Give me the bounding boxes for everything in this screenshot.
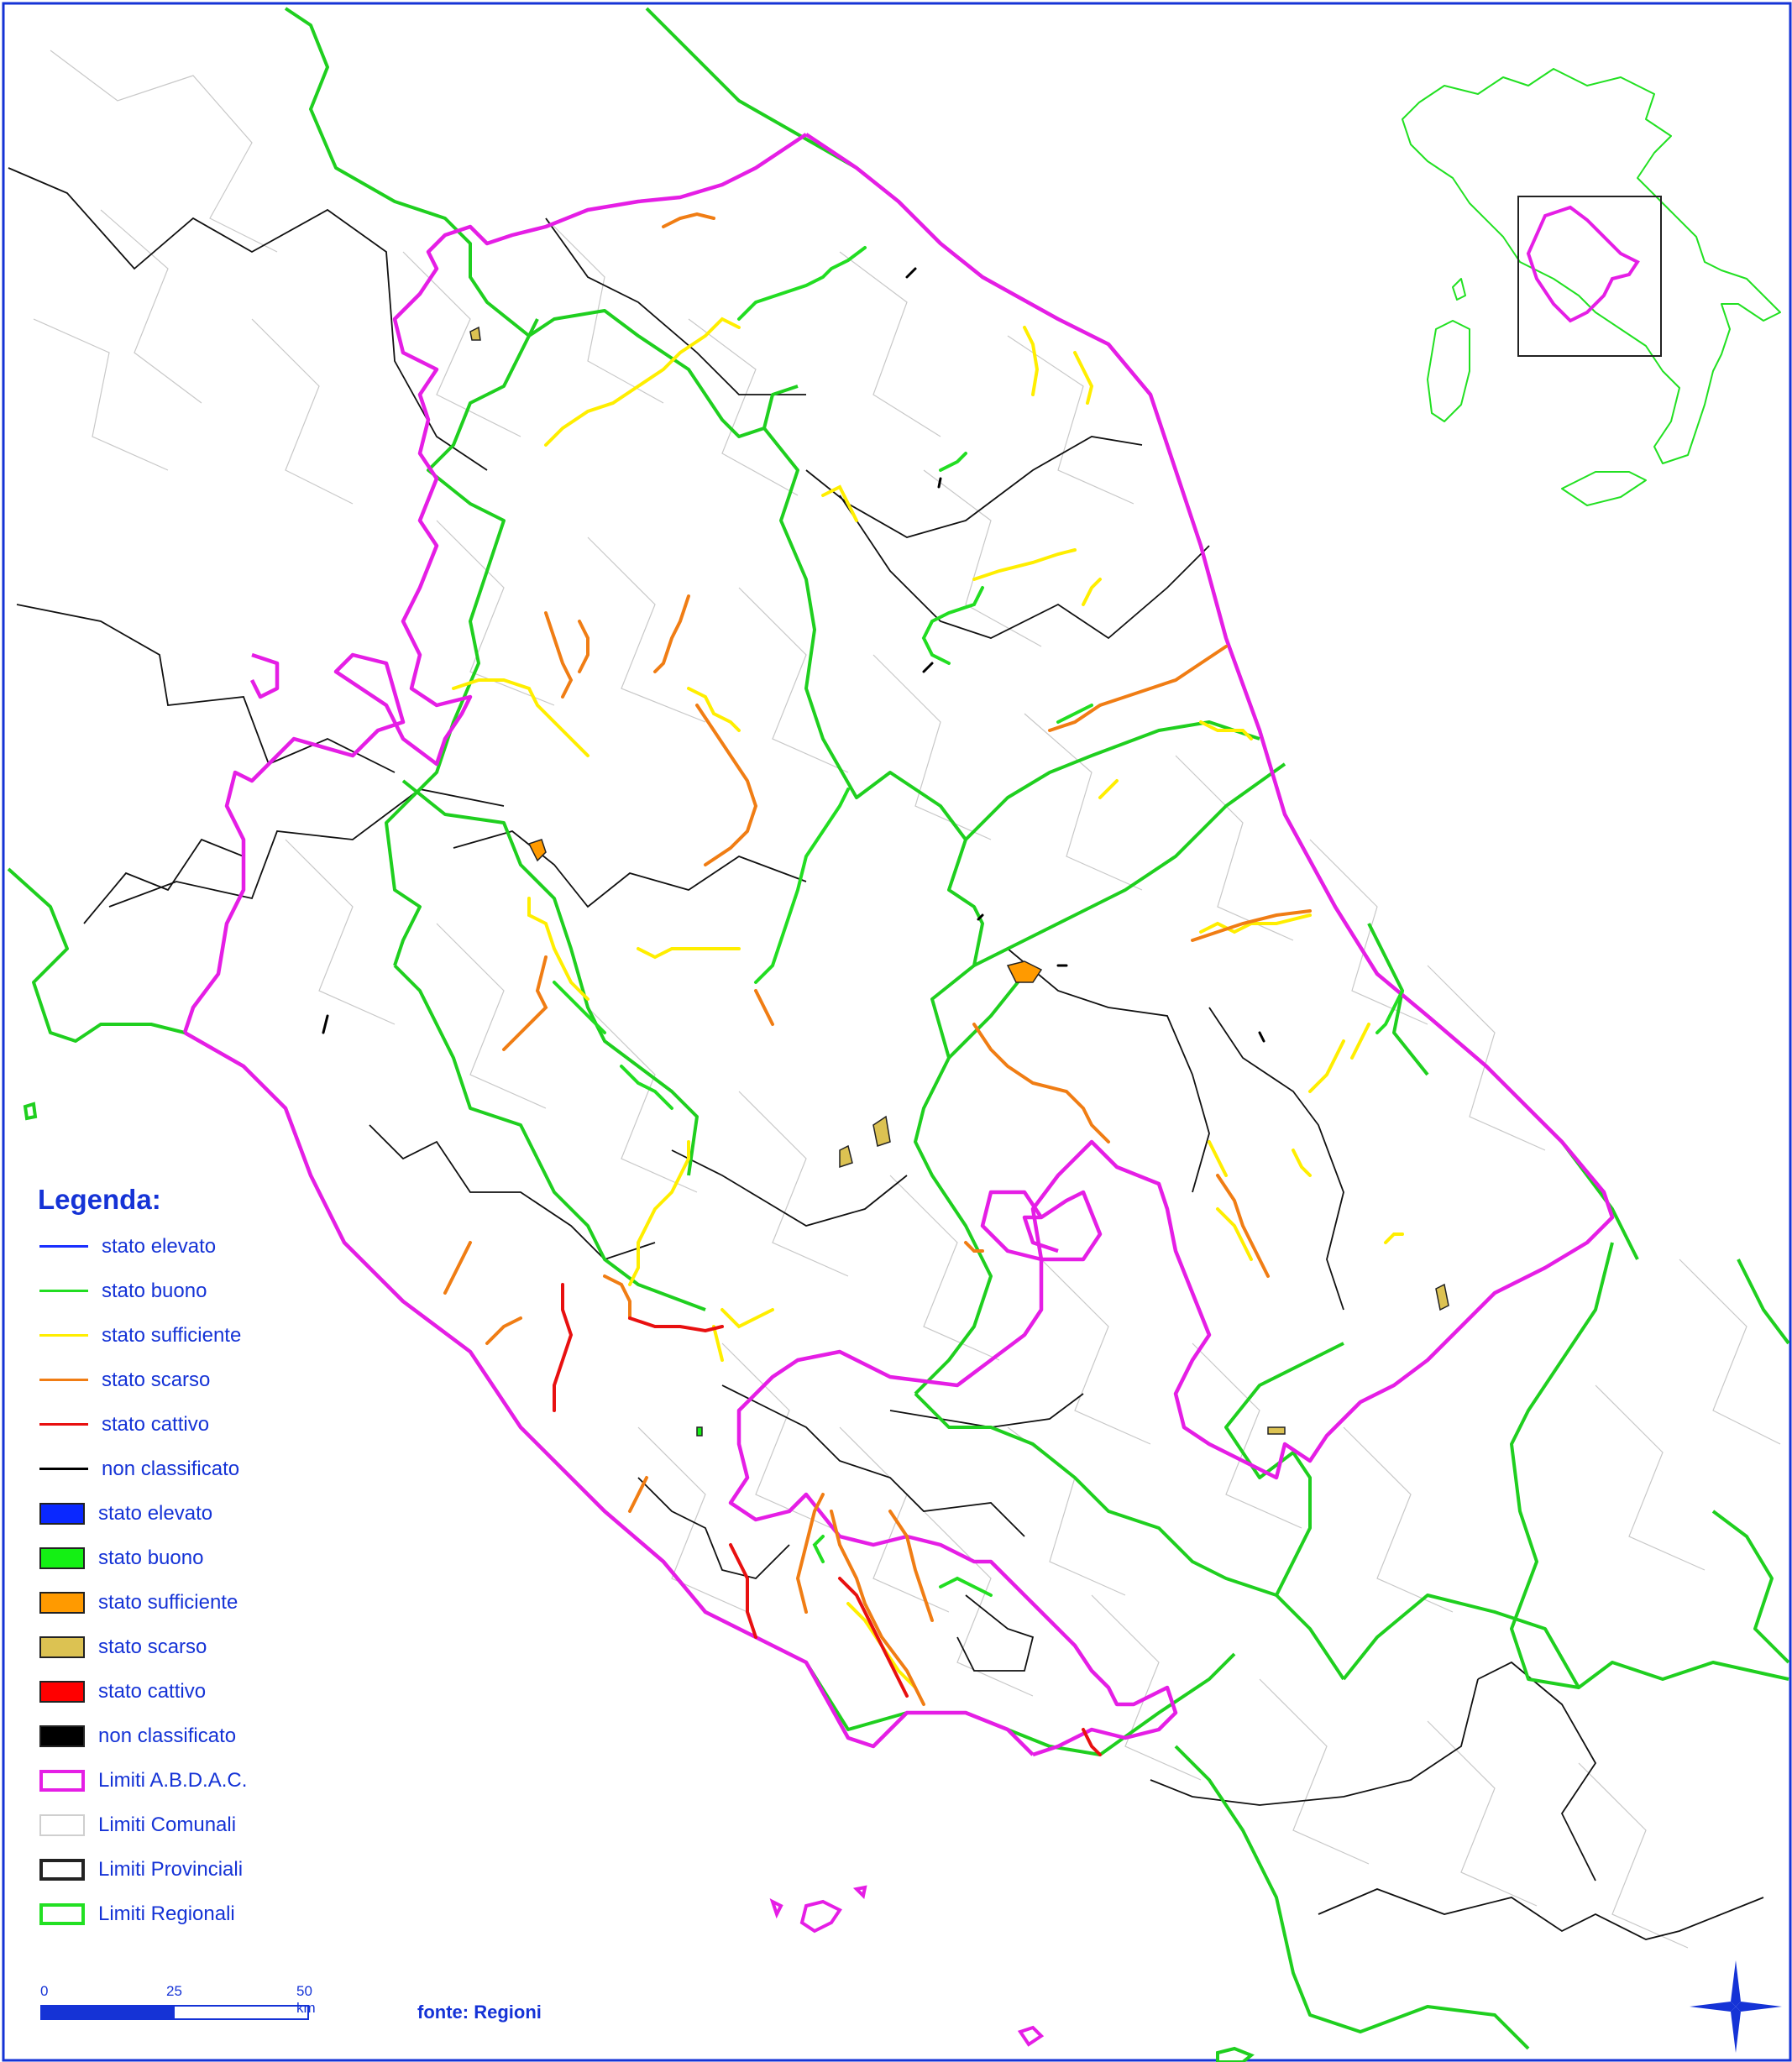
- legend-item: non classificato: [38, 1447, 407, 1491]
- rivers-sufficiente: [452, 317, 1404, 1689]
- legend-item: Limiti A.B.D.A.C.: [38, 1758, 407, 1803]
- legend-item: stato buono: [38, 1536, 407, 1580]
- legend-line-swatch: [39, 1245, 88, 1248]
- legend-item: Limiti Regionali: [38, 1892, 407, 1936]
- legend-item-label: Limiti Comunali: [98, 1813, 237, 1836]
- rivers-buono: [553, 246, 1404, 1597]
- legend-fill-swatch: [39, 1680, 85, 1703]
- scale-ticks: 0 25 50 km: [40, 1983, 317, 2016]
- rivers-scarso: [443, 212, 1312, 1706]
- legend-item-label: stato cattivo: [98, 1679, 207, 1703]
- legend-item: stato elevato: [38, 1491, 407, 1536]
- scale-tick-0: 0: [40, 1983, 49, 1999]
- rivers-non-classificato: [322, 267, 1265, 1043]
- legend-item-label: stato buono: [98, 1546, 204, 1569]
- legend-item: non classificato: [38, 1714, 407, 1758]
- legend-item-label: non classificato: [102, 1457, 240, 1480]
- inset-extent-box: [1517, 196, 1662, 357]
- source-credit: fonte: Regioni: [417, 2002, 542, 2023]
- legend-item: Limiti Comunali: [38, 1803, 407, 1847]
- legend-item-label: stato sufficiente: [102, 1323, 242, 1347]
- legend-item-label: stato elevato: [102, 1234, 217, 1258]
- legend-item-label: non classificato: [98, 1724, 237, 1747]
- legend-items: stato elevato stato buono stato sufficient…: [38, 1224, 407, 1936]
- legend-fill-swatch: [39, 1502, 85, 1525]
- legend-fill-swatch: [39, 1635, 85, 1658]
- legend-item-label: Limiti Regionali: [98, 1902, 235, 1925]
- legend-item-label: Limiti A.B.D.A.C.: [98, 1768, 248, 1792]
- legend-item: stato elevato: [38, 1224, 407, 1269]
- legend-item-label: stato cattivo: [102, 1412, 210, 1436]
- scale-bar-graphic: [40, 2005, 309, 2020]
- legend-item: Limiti Provinciali: [38, 1847, 407, 1892]
- inset-abdac: [1526, 205, 1640, 323]
- legend-outline-swatch: [39, 1858, 85, 1881]
- lakes: [469, 326, 1449, 1437]
- italy-outline: [1402, 68, 1781, 506]
- legend-item: stato scarso: [38, 1358, 407, 1402]
- legend-item-label: stato sufficiente: [98, 1590, 238, 1614]
- scale-bar: 0 25 50 km: [40, 1983, 317, 2020]
- legend: Legenda: stato elevato stato buono stato s…: [38, 1184, 407, 1936]
- legend-fill-swatch: [39, 1546, 85, 1569]
- islands-green: [23, 1102, 1255, 2062]
- legend-item-label: stato buono: [102, 1279, 207, 1302]
- legend-outline-swatch: [39, 1769, 85, 1792]
- legend-fill-swatch: [39, 1724, 85, 1747]
- legend-item: stato cattivo: [38, 1669, 407, 1714]
- scale-tick-25: 25: [166, 1983, 182, 1999]
- rivers-cattivo: [553, 1283, 1102, 1756]
- municipal-boundaries: [33, 50, 1781, 1949]
- north-arrow-icon: [1690, 1960, 1782, 2053]
- legend-outline-swatch: [39, 1902, 85, 1925]
- legend-line-swatch: [39, 1423, 88, 1426]
- scale-tick-50: 50 km: [296, 1983, 316, 2016]
- legend-item-label: stato scarso: [102, 1368, 211, 1391]
- legend-item: stato cattivo: [38, 1402, 407, 1447]
- legend-outline-swatch: [39, 1813, 85, 1836]
- abdac-boundaries: [182, 133, 1615, 1757]
- legend-line-swatch: [39, 1468, 88, 1470]
- legend-item-label: Limiti Provinciali: [98, 1857, 244, 1881]
- legend-item: stato sufficiente: [38, 1580, 407, 1625]
- legend-item-label: stato elevato: [98, 1501, 213, 1525]
- legend-title: Legenda:: [38, 1184, 161, 1215]
- inset-map: [1402, 68, 1781, 506]
- legend-item: stato scarso: [38, 1625, 407, 1669]
- legend-item: stato sufficiente: [38, 1313, 407, 1358]
- legend-line-swatch: [39, 1334, 88, 1337]
- legend-fill-swatch: [39, 1591, 85, 1614]
- legend-line-swatch: [39, 1379, 88, 1381]
- legend-line-swatch: [39, 1290, 88, 1292]
- legend-item-label: stato scarso: [98, 1635, 207, 1658]
- legend-item: stato buono: [38, 1269, 407, 1313]
- islands: [769, 1885, 1045, 2047]
